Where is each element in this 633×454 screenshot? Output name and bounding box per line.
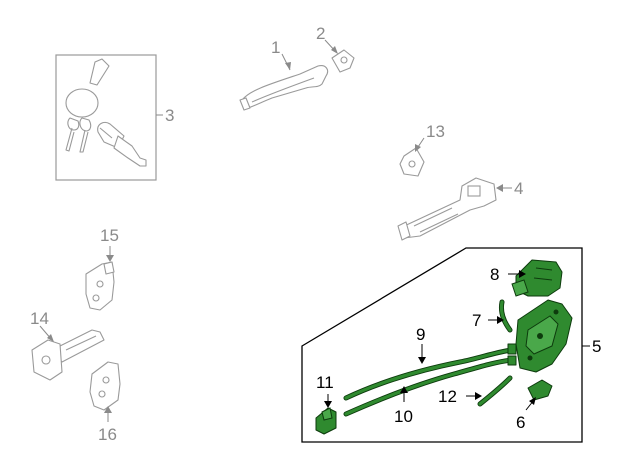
callout-13: 13 [426, 122, 445, 141]
callout-7: 7 [472, 311, 481, 330]
arrow-7 [497, 316, 504, 324]
cable-10-end [507, 355, 517, 366]
cable-bracket-tab [321, 407, 333, 421]
callout-16: 16 [98, 425, 117, 444]
hinge-15-bolt-2 [92, 294, 100, 302]
arrow-6 [529, 397, 536, 405]
arrow-2 [331, 46, 338, 54]
upper-hinge-knuckle [103, 261, 115, 275]
arrow-13 [415, 144, 421, 152]
part-9-upper-cable[interactable]: 9 [343, 325, 517, 401]
bracket-13-shape [399, 147, 425, 177]
lower-hinge-shape [89, 361, 121, 411]
latch-bolt [537, 333, 543, 339]
key-ring-icon [65, 88, 99, 118]
arrow-10 [400, 386, 408, 393]
arrow-12 [475, 392, 482, 400]
part-7-lock-rod[interactable]: 7 [472, 299, 513, 333]
part-3-key-lock-set[interactable]: 3 [55, 54, 174, 181]
callout-12: 12 [438, 387, 457, 406]
part-10-lower-cable[interactable]: 10 [343, 355, 517, 426]
callout-2: 2 [316, 24, 325, 43]
part-1-outside-handle[interactable]: 1 [239, 38, 329, 111]
callout-4: 4 [514, 179, 523, 198]
callout-9: 9 [416, 325, 425, 344]
key-fob-icon [89, 58, 110, 86]
callout-5: 5 [592, 337, 601, 356]
callout-8: 8 [490, 265, 499, 284]
cable-10-shape [344, 358, 514, 416]
part-16-lower-hinge[interactable]: 16 [89, 361, 121, 444]
handle-end-tab [239, 97, 251, 111]
cylinder-detail [99, 127, 113, 139]
latch-bolt-3 [553, 309, 559, 315]
hinge-16-bolt [102, 376, 110, 384]
handle-frame-shape [399, 177, 497, 239]
latch-bolt-2 [527, 355, 533, 361]
hinge-16-bolt-2 [98, 390, 106, 398]
handle-grip-detail [251, 77, 315, 103]
door-check-bolt [41, 355, 51, 365]
outside-handle-shape [241, 65, 329, 109]
arrow-14 [47, 334, 54, 342]
callout-10: 10 [394, 407, 413, 426]
part-5-door-latch[interactable] [515, 299, 573, 373]
arrow-9 [418, 357, 426, 364]
cable-12-shape [478, 376, 512, 406]
cap-hole [340, 56, 348, 64]
handle-frame-slot [413, 207, 459, 233]
arrow-1 [285, 62, 291, 70]
part-15-upper-hinge[interactable]: 15 [85, 226, 119, 311]
handle-frame-boss [467, 185, 481, 197]
door-check-body [31, 339, 63, 381]
callout-15: 15 [100, 226, 119, 245]
handle-cap-shape [331, 49, 355, 73]
arrow-8 [519, 270, 526, 278]
latch-assembly-group[interactable]: 5 8 7 [301, 247, 601, 443]
part-8-actuator-cover[interactable]: 8 [490, 259, 563, 297]
callout-1: 1 [271, 38, 280, 57]
part-2-handle-cap[interactable]: 2 [316, 24, 355, 73]
clip-shape [527, 379, 553, 401]
arrow-4 [496, 184, 503, 192]
callout-3: 3 [165, 106, 174, 125]
callout-6: 6 [516, 413, 525, 432]
callout-11: 11 [316, 373, 334, 392]
bracket-13-hole [408, 160, 416, 168]
hinge-15-bolt [96, 280, 104, 288]
arrow-11 [324, 401, 332, 408]
key-icon-2 [79, 117, 92, 153]
latch-assembly-frame [301, 247, 583, 443]
handle-frame-tab [397, 221, 411, 241]
actuator-cover-tab [511, 279, 529, 297]
rod-7-shape [499, 300, 512, 332]
part-6-clip[interactable]: 6 [516, 379, 553, 432]
lock-cylinder-body [113, 135, 147, 167]
part-13-bracket[interactable]: 13 [399, 122, 445, 177]
callout-14: 14 [30, 309, 49, 328]
cable-9-shape [344, 348, 514, 400]
cable-9-end [507, 343, 517, 355]
actuator-cover-detail [533, 267, 553, 281]
door-check-detail [65, 335, 97, 351]
arrow-16 [104, 406, 112, 413]
part-14-door-check[interactable]: 14 [30, 309, 105, 381]
part-12-inner-cable[interactable]: 12 [438, 375, 513, 407]
part-4-handle-frame[interactable]: 4 [397, 177, 523, 241]
key-icon [65, 117, 80, 152]
part-11-cable-bracket[interactable]: 11 [315, 373, 337, 435]
arrow-15 [106, 255, 114, 262]
